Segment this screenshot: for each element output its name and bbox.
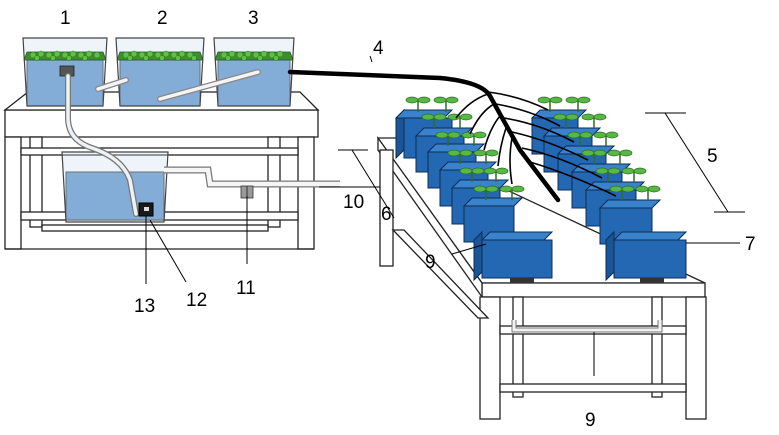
callout-9-upper: 9 (425, 252, 436, 273)
callout-5: 5 (707, 146, 718, 167)
callout-13: 13 (134, 296, 155, 317)
grow-bed-2 (115, 37, 205, 107)
main-tube (287, 69, 561, 203)
pot-left-7 (473, 230, 554, 282)
bed-connecting-pipes (59, 65, 261, 102)
pot-right-7 (605, 230, 688, 282)
callout-9-lower: 9 (585, 410, 596, 431)
seedlings (405, 96, 661, 200)
pot-row-left (394, 108, 554, 283)
drip-lines (455, 91, 617, 197)
callout-6: 6 (381, 204, 392, 225)
callout-10: 10 (343, 192, 364, 213)
dimension-line-6 (338, 149, 395, 219)
callout-1: 1 (60, 8, 71, 29)
callout-3: 3 (248, 8, 259, 29)
callout-7: 7 (745, 234, 756, 255)
grow-bed-3 (213, 37, 295, 107)
pot-row-right (530, 109, 688, 283)
leader-lines (145, 55, 740, 376)
callout-12: 12 (186, 290, 207, 311)
callout-11: 11 (236, 278, 256, 299)
sump-tank (61, 73, 340, 223)
dimension-line-5 (645, 112, 745, 213)
callout-2: 2 (157, 8, 168, 29)
callouts: 1 2 3 4 5 6 7 9 9 10 11 12 13 (60, 8, 756, 431)
callout-4: 4 (373, 38, 384, 59)
